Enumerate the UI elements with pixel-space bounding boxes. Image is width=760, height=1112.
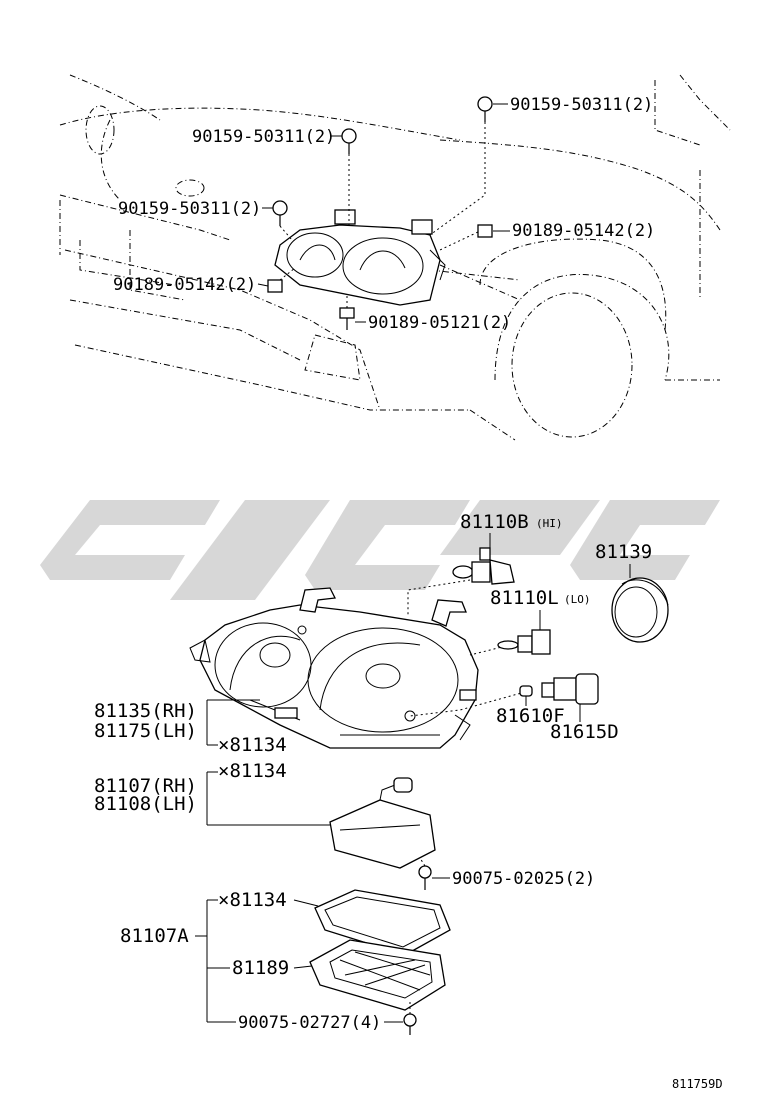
headlamp-mounted — [274, 209, 446, 306]
callout-nut-right: 90189-05142(2) — [512, 221, 655, 241]
gasket-icon — [314, 889, 451, 956]
diagram-id: 811759D — [672, 1077, 723, 1091]
callout-unit-sub: ×81134 — [218, 760, 287, 782]
callout-nut-left: 90189-05142(2) — [113, 275, 256, 295]
lamp-unit-icon — [329, 777, 436, 869]
clip-icon — [272, 200, 288, 226]
callout-cover: 81189 — [232, 957, 289, 979]
callout-hi-bulb-code: 81110B — [460, 511, 529, 533]
callout-clip-top-right: 90159-50311(2) — [510, 95, 653, 115]
screw-icon — [403, 1013, 417, 1035]
callout-gasket: ×81134 — [218, 889, 287, 911]
clip-icon — [341, 128, 357, 154]
callout-lo-bulb-code: 81110L — [490, 587, 559, 609]
callout-unit-lh: 81108(LH) — [94, 793, 197, 815]
callout-unit-screw: 90075-02025(2) — [452, 869, 595, 889]
cap-icon — [611, 577, 669, 643]
callout-cap: 81139 — [595, 541, 652, 563]
upper-callouts: 90159-50311(2) 90159-50311(2) 90159-5031… — [113, 95, 655, 333]
callout-lamp-rh: 81135(RH) — [94, 700, 197, 722]
hi-bulb-icon — [452, 547, 515, 585]
callout-socket-large: 81615D — [550, 721, 619, 743]
cover-icon — [309, 939, 446, 1011]
callout-cover-screw: 90075-02727(4) — [238, 1013, 381, 1033]
callout-hi-bulb-suffix: (HI) — [536, 517, 563, 530]
socket-small-icon — [519, 685, 533, 697]
callout-socket-small: 81610F — [496, 705, 565, 727]
callout-cover-set-code: 81107A — [120, 925, 189, 947]
lamp-assembly-callouts: 81135(RH) 81175(LH) ×81134 — [94, 699, 287, 756]
callout-clip-top-left: 90159-50311(2) — [192, 127, 335, 147]
unit-callouts: ×81134 81107(RH) 81108(LH) 90075-02025(2… — [94, 760, 595, 890]
car-body-outline — [59, 74, 731, 441]
clip-icon — [477, 96, 493, 122]
socket-large-icon — [541, 673, 599, 705]
screw-icon — [418, 865, 432, 890]
callout-nut-bottom: 90189-05121(2) — [368, 313, 511, 333]
bolt-icon — [339, 307, 355, 330]
cover-set-callouts: 81107A ×81134 81189 90075-02727(4) — [120, 889, 403, 1033]
lo-bulb-icon — [497, 629, 551, 655]
headlamp-assembly — [189, 587, 479, 749]
callout-lo-bulb-suffix: (LO) — [564, 593, 591, 606]
nut-icon — [477, 224, 493, 238]
callout-lamp-sub: ×81134 — [218, 734, 287, 756]
callout-clip-mid-left: 90159-50311(2) — [118, 199, 261, 219]
callout-unit-rh: 81107(RH) — [94, 775, 197, 797]
nut-icon — [267, 279, 283, 293]
watermark-logo — [40, 500, 720, 600]
callout-lamp-lh: 81175(LH) — [94, 720, 197, 742]
